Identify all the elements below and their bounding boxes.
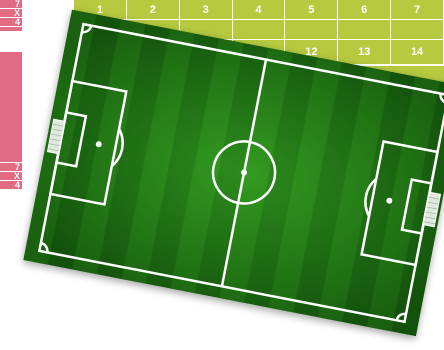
- grid-cell[interactable]: [391, 20, 444, 40]
- grid-cell[interactable]: 2: [127, 0, 180, 20]
- grid-cell[interactable]: 14: [391, 40, 444, 65]
- grid-cell[interactable]: 4: [233, 0, 286, 20]
- left-label-column: 7 X 4 7 X 4: [0, 0, 22, 190]
- grid-cell[interactable]: 5: [285, 0, 338, 20]
- grid-cell[interactable]: 3: [180, 0, 233, 20]
- left-label: 4: [0, 181, 22, 190]
- left-label: 4: [0, 18, 22, 27]
- grid-cell[interactable]: [285, 20, 338, 40]
- grid-cell[interactable]: 6: [338, 0, 391, 20]
- left-label-block: [0, 52, 22, 163]
- grid-cell[interactable]: [233, 20, 286, 40]
- left-label-block: [0, 27, 22, 32]
- grid-cell[interactable]: 7: [391, 0, 444, 20]
- grid-cell[interactable]: [338, 20, 391, 40]
- grid-cell[interactable]: 13: [338, 40, 391, 65]
